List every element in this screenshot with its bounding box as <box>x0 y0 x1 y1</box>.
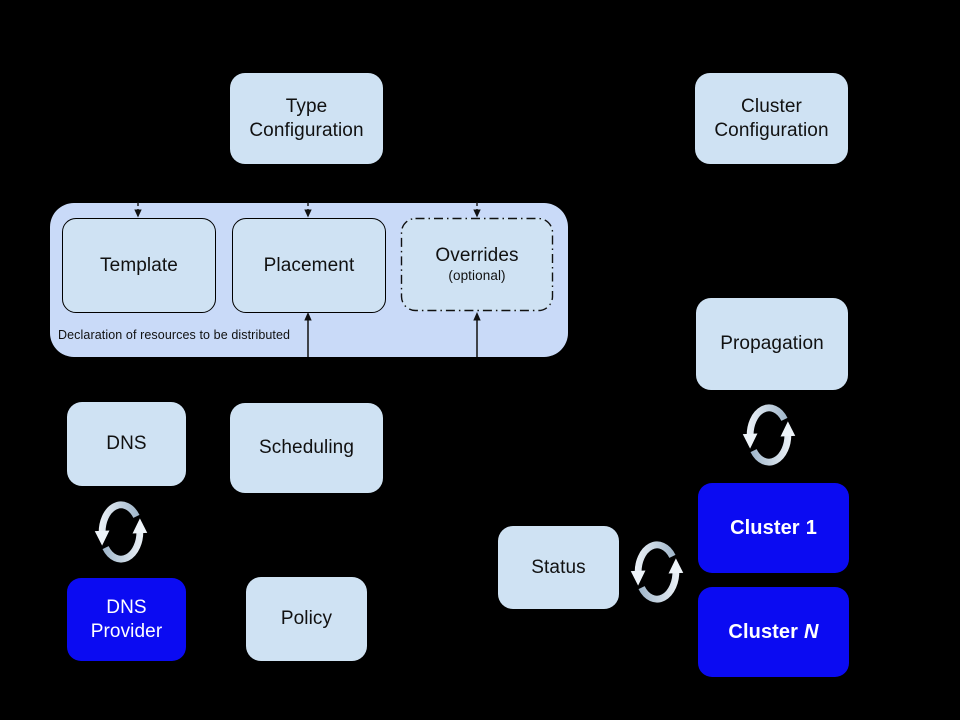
node-dns: DNS <box>67 402 186 486</box>
node-cluster-configuration: Cluster Configuration <box>695 73 848 164</box>
node-sublabel: (optional) <box>448 268 506 284</box>
node-label: Configuration <box>714 119 829 141</box>
node-label: Template <box>100 254 178 276</box>
sync-icon-propagation-cluster <box>743 408 796 462</box>
node-label: Configuration <box>249 119 364 141</box>
container-caption: Declaration of resources to be distribut… <box>58 328 291 342</box>
node-label: Status <box>531 556 586 578</box>
node-label: Scheduling <box>258 437 355 459</box>
node-label: Propagation <box>720 333 824 355</box>
node-label: Overrides <box>435 245 519 267</box>
node-dns-provider: DNS Provider <box>67 578 186 661</box>
node-overrides: Overrides (optional) <box>401 218 553 311</box>
node-type-configuration: Type Configuration <box>230 73 383 164</box>
node-label: Type <box>285 96 328 118</box>
sync-icon-status-cluster <box>631 545 684 599</box>
node-label: DNS <box>106 597 147 619</box>
node-template: Template <box>62 218 216 313</box>
node-label: Cluster <box>741 96 802 118</box>
node-scheduling: Scheduling <box>230 403 383 493</box>
node-policy: Policy <box>246 577 367 661</box>
node-label: Policy <box>280 608 333 630</box>
node-label: Provider <box>90 620 163 642</box>
node-status: Status <box>498 526 619 609</box>
node-propagation: Propagation <box>696 298 848 390</box>
sync-icon-dns-provider <box>95 505 148 559</box>
node-label: DNS <box>106 433 147 455</box>
node-placement: Placement <box>232 218 386 313</box>
node-label: Placement <box>263 254 355 276</box>
